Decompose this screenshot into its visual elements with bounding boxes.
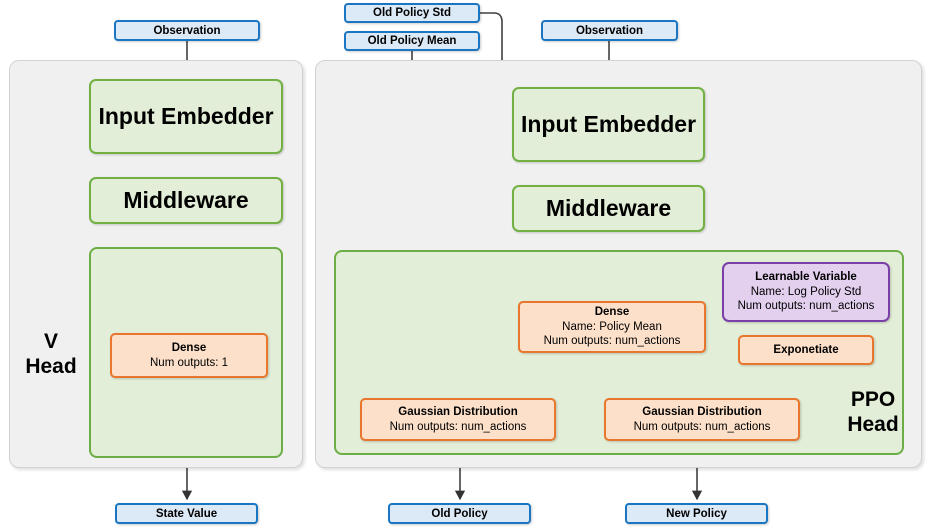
- v-head-caption-line2: Head: [25, 354, 77, 378]
- io-observation-v-label: Observation: [153, 24, 221, 37]
- io-old-policy-mean-label: Old Policy Mean: [367, 35, 457, 47]
- node-gaussian-old-outputs: Num outputs: num_actions: [389, 420, 527, 433]
- node-gaussian-new-outputs: Num outputs: num_actions: [633, 420, 771, 433]
- io-old-policy[interactable]: Old Policy: [388, 503, 531, 524]
- node-log-policy-std-outputs: Num outputs: num_actions: [737, 300, 875, 313]
- io-old-policy-label: Old Policy: [431, 507, 488, 520]
- node-log-policy-std-name: Name: Log Policy Std: [750, 285, 862, 298]
- node-exponetiate[interactable]: Exponetiate: [738, 335, 874, 365]
- io-observation-ppo-label: Observation: [575, 24, 644, 37]
- io-state-value-label: State Value: [155, 507, 218, 520]
- node-input-embedder-ppo[interactable]: Input Embedder: [512, 87, 705, 162]
- node-input-embedder-v-label: Input Embedder: [98, 103, 274, 129]
- node-middleware-v-label: Middleware: [123, 187, 249, 213]
- node-log-policy-std[interactable]: Learnable Variable Name: Log Policy Std …: [722, 262, 890, 322]
- node-log-policy-std-title: Learnable Variable: [755, 270, 857, 283]
- node-gaussian-distribution-new[interactable]: Gaussian Distribution Num outputs: num_a…: [604, 398, 800, 441]
- io-new-policy[interactable]: New Policy: [625, 503, 768, 524]
- node-policy-mean-dense-name: Name: Policy Mean: [562, 320, 662, 333]
- io-observation-ppo[interactable]: Observation: [541, 20, 678, 41]
- node-gaussian-new-title: Gaussian Distribution: [642, 405, 762, 418]
- io-observation-v[interactable]: Observation: [114, 20, 260, 41]
- node-dense-v-outputs: Num outputs: 1: [150, 356, 228, 369]
- node-dense-v-title: Dense: [171, 341, 207, 354]
- node-gaussian-distribution-old[interactable]: Gaussian Distribution Num outputs: num_a…: [360, 398, 556, 441]
- node-middleware-ppo[interactable]: Middleware: [512, 185, 705, 232]
- ppo-head-caption-line1: PPO: [850, 388, 896, 411]
- ppo-head-caption-line2: Head: [847, 412, 899, 436]
- io-old-policy-mean[interactable]: Old Policy Mean: [344, 31, 480, 51]
- node-middleware-v[interactable]: Middleware: [89, 177, 283, 224]
- v-head-caption: V Head: [16, 330, 86, 380]
- io-old-policy-std-label: Old Policy Std: [373, 7, 451, 19]
- node-gaussian-old-title: Gaussian Distribution: [398, 405, 518, 418]
- node-policy-mean-dense[interactable]: Dense Name: Policy Mean Num outputs: num…: [518, 301, 706, 353]
- ppo-head-caption: PPO Head: [830, 388, 916, 438]
- node-middleware-ppo-label: Middleware: [545, 195, 672, 221]
- node-input-embedder-v[interactable]: Input Embedder: [89, 79, 283, 154]
- io-state-value[interactable]: State Value: [115, 503, 258, 524]
- node-exponetiate-title: Exponetiate: [773, 343, 839, 356]
- node-dense-v[interactable]: Dense Num outputs: 1: [110, 333, 268, 378]
- v-head-caption-line1: V: [43, 330, 58, 353]
- node-input-embedder-ppo-label: Input Embedder: [520, 111, 697, 137]
- node-policy-mean-dense-title: Dense: [594, 305, 630, 318]
- io-new-policy-label: New Policy: [666, 507, 727, 520]
- io-old-policy-std[interactable]: Old Policy Std: [344, 3, 480, 23]
- node-policy-mean-dense-outputs: Num outputs: num_actions: [543, 335, 681, 348]
